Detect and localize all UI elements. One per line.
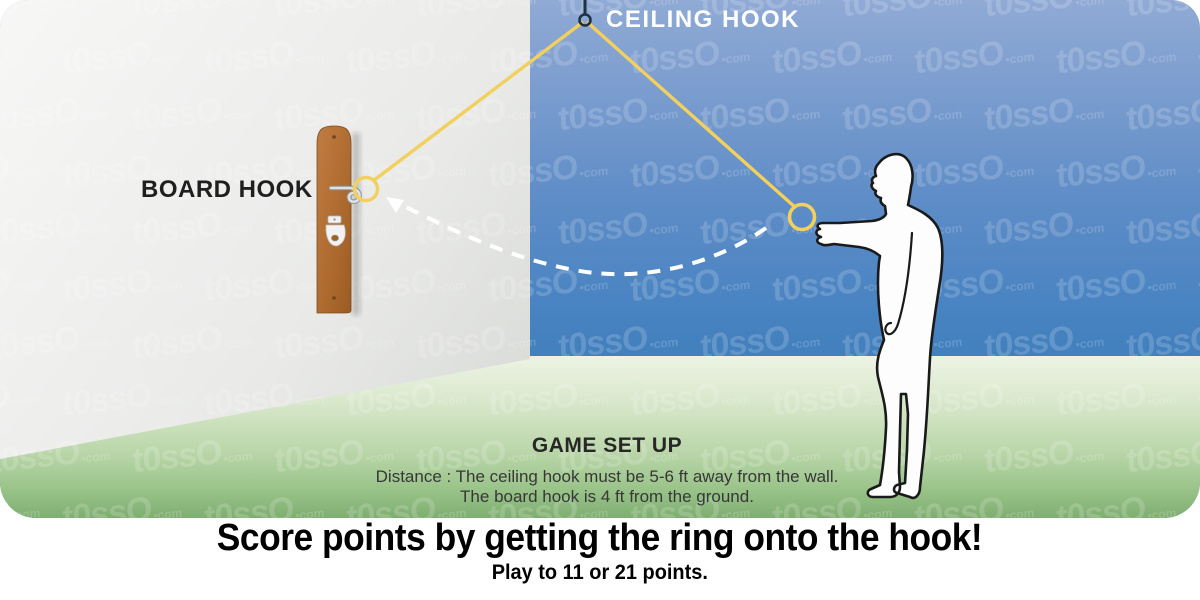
ring-on-board-hook xyxy=(352,175,380,203)
game-diagram: t0ssO•comt0ssO•comt0ssO•comt0ssO•comt0ss… xyxy=(0,0,1200,518)
diagram-artwork xyxy=(316,0,944,500)
board-screw-top xyxy=(332,135,336,139)
ceiling-hook xyxy=(578,0,592,27)
string-to-board-ring xyxy=(371,20,585,183)
trajectory-dashed-arc xyxy=(397,201,768,277)
game-setup-block: GAME SET UP Distance : The ceiling hook … xyxy=(207,434,1007,507)
bottle-opener xyxy=(325,215,346,247)
caption-subline: Play to 11 or 21 points. xyxy=(491,561,709,584)
game-setup-line1: Distance : The ceiling hook must be 5-6 … xyxy=(375,467,839,486)
game-setup-line2: The board hook is 4 ft from the ground. xyxy=(460,487,754,506)
ceiling-hook-label: CEILING HOOK xyxy=(606,6,801,33)
board-screw-bottom xyxy=(332,296,336,300)
game-setup-title: GAME SET UP xyxy=(531,434,683,457)
board-shadow xyxy=(352,133,360,315)
player-silhouette xyxy=(815,152,944,500)
caption-block: Score points by getting the ring onto th… xyxy=(0,516,1200,586)
string-to-hand-ring xyxy=(585,20,798,210)
caption-headline: Score points by getting the ring onto th… xyxy=(217,517,983,559)
board-hook-label: BOARD HOOK xyxy=(141,176,313,203)
player-far-arm-line xyxy=(884,231,914,336)
ring-in-hand xyxy=(787,202,817,232)
board-hook-metal xyxy=(329,186,361,204)
trajectory-arrowhead xyxy=(386,197,404,213)
